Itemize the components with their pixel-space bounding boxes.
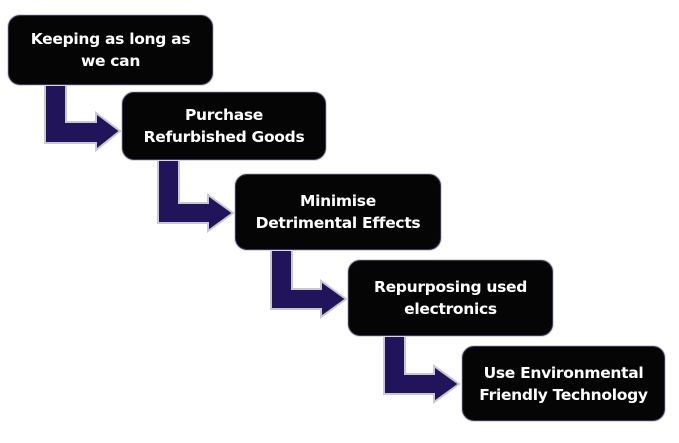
step-label: Purchase Refurbished Goods [143,106,305,146]
elbow-arrow-1-to-2-icon [44,83,122,153]
step-label: Keeping as long as we can [30,30,191,70]
step-box-environmental-tech: Use Environmental Friendly Technology [462,346,665,421]
elbow-arrow-2-to-3-icon [157,159,235,233]
step-label: Repurposing used electronics [373,278,528,318]
elbow-arrow-4-to-5-icon [383,335,461,404]
step-label: Minimise Detrimental Effects [255,192,421,232]
step-box-keeping: Keeping as long as we can [8,15,213,85]
elbow-arrow-3-to-4-icon [270,249,348,319]
step-box-minimise-effects: Minimise Detrimental Effects [235,174,441,250]
step-box-purchase-refurbished: Purchase Refurbished Goods [122,92,326,160]
step-box-repurposing: Repurposing used electronics [348,260,553,336]
step-label: Use Environmental Friendly Technology [479,363,648,404]
